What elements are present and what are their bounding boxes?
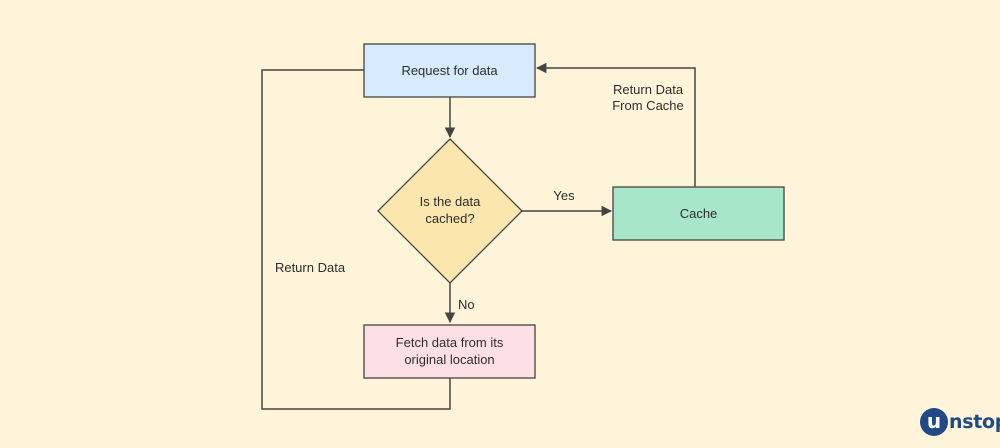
logo-wordmark: nstop	[949, 411, 1000, 433]
fetch-node-label-line1: Fetch data from its	[396, 335, 504, 350]
edge-fetch-to-request	[261, 69, 451, 410]
no-label: No	[458, 297, 475, 312]
decision-node	[377, 138, 523, 284]
return-data-label: Return Data	[275, 260, 346, 275]
unstop-logo: u nstop	[920, 407, 1000, 437]
return-from-cache-label-line1: Return Data	[613, 82, 684, 97]
logo-u-circle: u	[920, 408, 948, 436]
cache-node-label: Cache	[680, 206, 718, 221]
request-node-label: Request for data	[401, 63, 498, 78]
yes-label: Yes	[553, 188, 575, 203]
cache-node	[612, 186, 785, 241]
decision-node-label-line1: Is the data	[420, 194, 481, 209]
fetch-node-label-line2: original location	[404, 352, 494, 367]
decision-node-label-line2: cached?	[425, 211, 474, 226]
fetch-node	[363, 324, 536, 379]
request-node	[363, 43, 536, 98]
return-from-cache-label-line2: From Cache	[612, 98, 684, 113]
edge-cache-to-request	[535, 62, 696, 187]
